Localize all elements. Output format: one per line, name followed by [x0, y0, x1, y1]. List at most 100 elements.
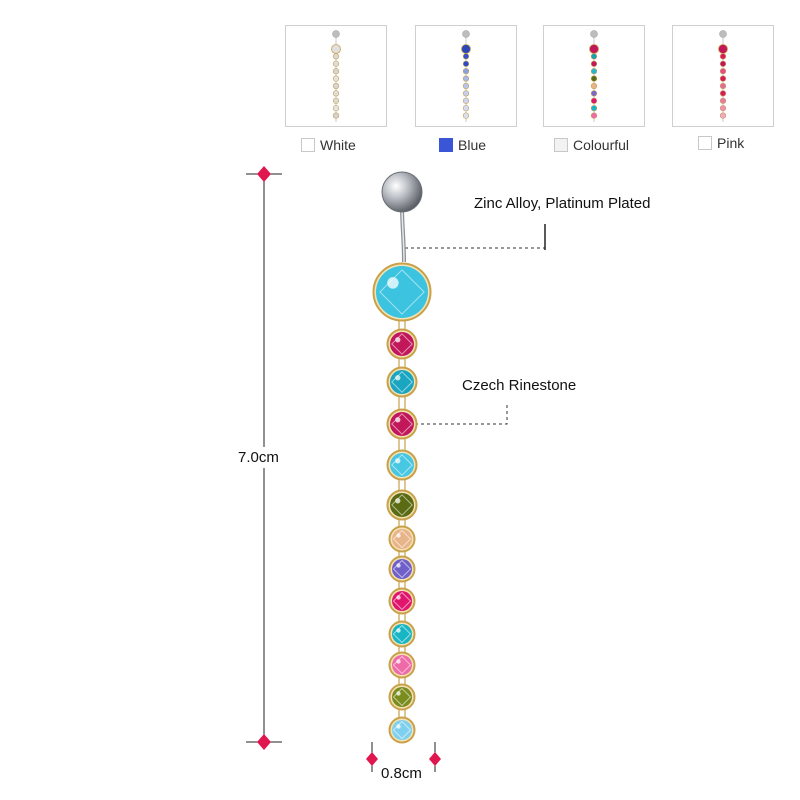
thumb-ball — [462, 30, 470, 38]
main-stone — [376, 266, 428, 318]
thumb-gem — [332, 53, 340, 60]
stone-10-sparkle — [396, 659, 401, 664]
product-thumbnail — [718, 30, 728, 122]
thumb-gem — [332, 112, 340, 119]
variant-thumb-white[interactable] — [285, 25, 387, 127]
color-swatch — [301, 138, 315, 152]
stone-12-facet — [392, 720, 412, 740]
product-thumbnail — [461, 30, 471, 122]
thumb-gem — [590, 68, 598, 75]
variant-option-white[interactable]: White — [301, 137, 356, 153]
product-thumbnail — [331, 30, 341, 122]
color-swatch — [554, 138, 568, 152]
color-swatch — [439, 138, 453, 152]
stone-10 — [392, 655, 412, 675]
material-label: Zinc Alloy, Platinum Plated — [474, 195, 651, 212]
thumb-gem — [462, 53, 470, 60]
variant-option-colourful[interactable]: Colourful — [554, 137, 629, 153]
stone-8-sparkle — [396, 595, 401, 600]
variant-option-blue[interactable]: Blue — [439, 137, 486, 153]
thumb-gem — [719, 97, 727, 104]
thumb-gem — [719, 53, 727, 60]
thumb-gem — [332, 75, 340, 82]
stone-2-sparkle — [395, 375, 401, 381]
stone-3-facet — [391, 413, 413, 435]
stone-1 — [390, 332, 414, 356]
main-stone-facet — [379, 269, 425, 315]
stone-11-facet — [392, 687, 412, 707]
width-marker-right — [429, 752, 441, 766]
stone-12 — [392, 720, 412, 740]
thumb-gem — [332, 60, 340, 67]
thumb-gem — [332, 68, 340, 75]
thumb-ball — [332, 30, 340, 38]
variant-thumb-pink[interactable] — [672, 25, 774, 127]
width-dimension-label: 0.8cm — [381, 765, 422, 782]
height-dimension-label: 7.0cm — [238, 447, 279, 468]
thumb-gem — [462, 105, 470, 112]
stone-8 — [392, 591, 412, 611]
variant-option-pink[interactable]: Pink — [698, 135, 744, 151]
stone-7-facet — [392, 559, 412, 579]
thumb-gem — [719, 68, 727, 75]
main-stone-sparkle — [387, 277, 399, 289]
thumb-gem — [462, 60, 470, 67]
height-marker-bottom — [257, 734, 271, 750]
thumb-ball — [719, 30, 727, 38]
material-leader-line — [405, 225, 546, 249]
thumb-gem — [719, 75, 727, 82]
stone-6 — [392, 529, 412, 549]
variant-label: White — [320, 137, 356, 153]
stone-3 — [390, 412, 414, 436]
variant-thumb-blue[interactable] — [415, 25, 517, 127]
stone-5-sparkle — [395, 498, 401, 504]
thumb-gem — [462, 90, 470, 97]
stone-6-sparkle — [396, 533, 401, 538]
color-swatch — [698, 136, 712, 150]
thumb-gem — [590, 75, 598, 82]
top-ball — [381, 171, 423, 213]
variant-label: Colourful — [573, 137, 630, 153]
product-thumbnail — [589, 30, 599, 122]
thumb-gem — [719, 112, 727, 119]
stone-1-sparkle — [395, 337, 401, 343]
stone-5 — [390, 493, 414, 517]
thumb-gem — [590, 60, 598, 67]
thumb-gem — [332, 90, 340, 97]
thumb-gem — [590, 105, 598, 112]
stone-2-facet — [391, 371, 413, 393]
thumb-gem — [590, 112, 598, 119]
thumb-gem — [590, 97, 598, 104]
stone-9 — [392, 624, 412, 644]
stone-6-facet — [392, 529, 412, 549]
thumb-gem — [590, 53, 598, 60]
stone-12-sparkle — [396, 724, 401, 729]
stone-5-facet — [391, 494, 413, 516]
stone-4-sparkle — [395, 458, 401, 464]
thumb-gem — [462, 97, 470, 104]
thumb-gem — [719, 90, 727, 97]
thumb-ball — [590, 30, 598, 38]
thumb-gem — [719, 82, 727, 90]
variant-label: Pink — [717, 135, 745, 151]
thumb-gem — [719, 60, 727, 67]
thumb-gem — [332, 97, 340, 104]
stone-4 — [390, 453, 414, 477]
variant-label: Blue — [458, 137, 487, 153]
width-marker-left — [366, 752, 378, 766]
stone-11 — [392, 687, 412, 707]
stone-11-sparkle — [396, 691, 401, 696]
thumb-gem — [462, 68, 470, 75]
stone-2 — [390, 370, 414, 394]
stone-9-sparkle — [396, 628, 401, 633]
variant-thumb-colourful[interactable] — [543, 25, 645, 127]
thumb-gem — [332, 105, 340, 112]
thumb-gem — [719, 105, 727, 112]
stone-8-facet — [392, 591, 412, 611]
stone-7-sparkle — [396, 563, 401, 568]
thumb-gem — [462, 112, 470, 119]
thumb-gem — [590, 90, 598, 97]
stone-7 — [392, 559, 412, 579]
stone-10-facet — [392, 655, 412, 675]
